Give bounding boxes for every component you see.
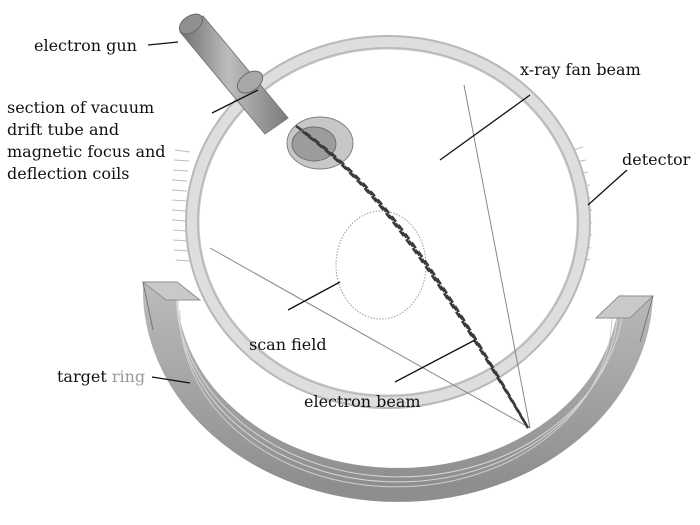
leader-scan-field	[287, 281, 341, 311]
label-section-line-2: drift tube and	[7, 120, 120, 139]
label-ring-word: ring	[111, 367, 146, 386]
leader-electron-gun	[147, 41, 179, 46]
label-electron-beam: electron beam	[304, 392, 421, 411]
label-section-line-3: magnetic focus and	[7, 142, 166, 161]
xray-fan-beam	[209, 84, 531, 429]
label-section-line-1: section of vacuum	[7, 98, 155, 117]
electron-beam	[295, 124, 530, 429]
label-detector: detector	[622, 150, 691, 169]
label-electron-gun: electron gun	[34, 36, 137, 55]
label-section-line-4: deflection coils	[7, 164, 130, 183]
label-target-word: target	[57, 367, 107, 386]
leader-lines	[147, 41, 628, 384]
label-xray-fan-beam: x-ray fan beam	[520, 60, 641, 79]
label-scan-field: scan field	[249, 335, 327, 354]
detector-ring	[185, 35, 591, 409]
leader-electron-beam	[394, 339, 476, 383]
electron-gun	[178, 13, 354, 170]
leader-xray-fan-beam	[439, 94, 531, 161]
target-ring	[141, 281, 655, 502]
scan-field-circle	[335, 210, 427, 320]
detector-ticks-left	[171, 149, 191, 262]
leader-detector	[587, 169, 628, 206]
leader-target-ring	[151, 376, 191, 384]
label-target-ring: target ring	[57, 367, 145, 387]
leader-section	[211, 89, 259, 114]
